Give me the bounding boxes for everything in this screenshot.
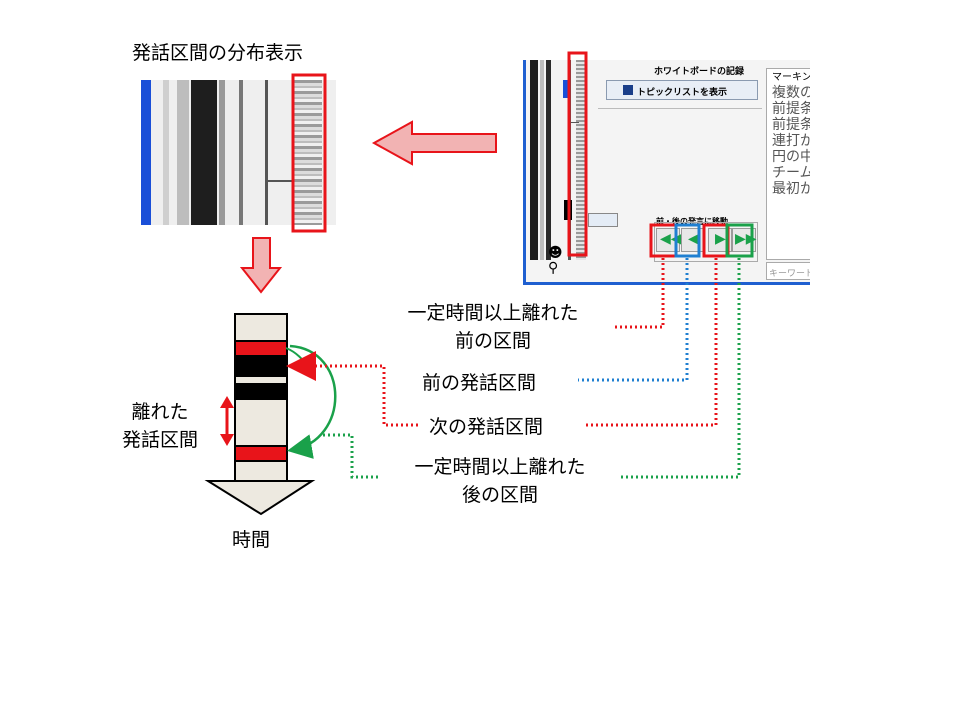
- timeline-segment-red-bottom: [236, 445, 286, 462]
- far-next-to-timeline-connector: [320, 433, 378, 479]
- memo-line[interactable]: チーム: [772, 165, 810, 181]
- marking-panel[interactable]: [766, 68, 810, 260]
- thumbnail-highlight-box: [291, 73, 327, 233]
- topic-list-button[interactable]: トピックリストを表示: [606, 80, 758, 100]
- left-arrow-icon: ◀: [688, 231, 699, 247]
- far-next-annotation: 一定時間以上離れた 後の区間: [414, 456, 586, 506]
- right-arrow-icon: ▶: [715, 231, 726, 247]
- timeline-segment-red-top: [236, 340, 286, 357]
- far-previous-highlight: [649, 223, 678, 258]
- marking-header: マーキン: [772, 72, 810, 83]
- timeline-segment-black-2: [236, 383, 286, 400]
- scroll-indicator[interactable]: [588, 213, 618, 227]
- next-highlight: [702, 223, 730, 258]
- previous-annotation: 前の発話区間: [422, 372, 537, 394]
- far-next-connector: [619, 258, 741, 479]
- left-block-arrow: [371, 120, 497, 166]
- topic-list-button-label: トピックリストを表示: [637, 88, 728, 98]
- app-window: ☻⚲ ホワイトボードの記録 トピックリストを表示 前・後の発言に移動 ◀◀ ◀ …: [523, 60, 810, 285]
- distribution-strip[interactable]: [576, 60, 586, 260]
- memo-line[interactable]: 複数の: [772, 85, 810, 101]
- memo-line[interactable]: 最初か: [772, 181, 810, 197]
- keyword-input[interactable]: キーワード: [766, 262, 810, 280]
- memo-line[interactable]: 連打か: [772, 133, 810, 149]
- strip-highlight-box: [567, 51, 588, 257]
- separated-segments-label: 離れた 発話区間: [121, 401, 198, 451]
- next-annotation: 次の発話区間: [429, 416, 544, 438]
- far-next-highlight: [725, 223, 754, 258]
- memo-line[interactable]: 円の中: [772, 149, 810, 165]
- far-previous-connector: [612, 258, 665, 329]
- far-previous-annotation: 一定時間以上離れた 前の区間: [407, 302, 579, 352]
- previous-highlight: [674, 223, 701, 258]
- timeline-segment-black-1: [236, 357, 286, 377]
- user-avatar-icon: ☻⚲: [548, 245, 563, 276]
- topic-list-icon: [623, 85, 633, 95]
- whiteboard-header: ホワイトボードの記録: [654, 67, 745, 77]
- timeline-arrowhead: [204, 480, 316, 516]
- keyword-placeholder: キーワード: [769, 269, 810, 279]
- memo-line[interactable]: 前提条: [772, 117, 810, 133]
- distribution-caption: 発話区間の分布表示: [132, 42, 304, 64]
- next-connector: [584, 258, 718, 427]
- memo-line[interactable]: 前提条: [772, 101, 810, 117]
- down-block-arrow: [239, 237, 283, 294]
- nav-group-label: 前・後の発言に移動: [656, 217, 728, 226]
- time-label: 時間: [232, 529, 271, 551]
- previous-connector: [578, 258, 689, 382]
- next-to-timeline-connector: [286, 351, 418, 427]
- distribution-thumbnail: [141, 80, 336, 225]
